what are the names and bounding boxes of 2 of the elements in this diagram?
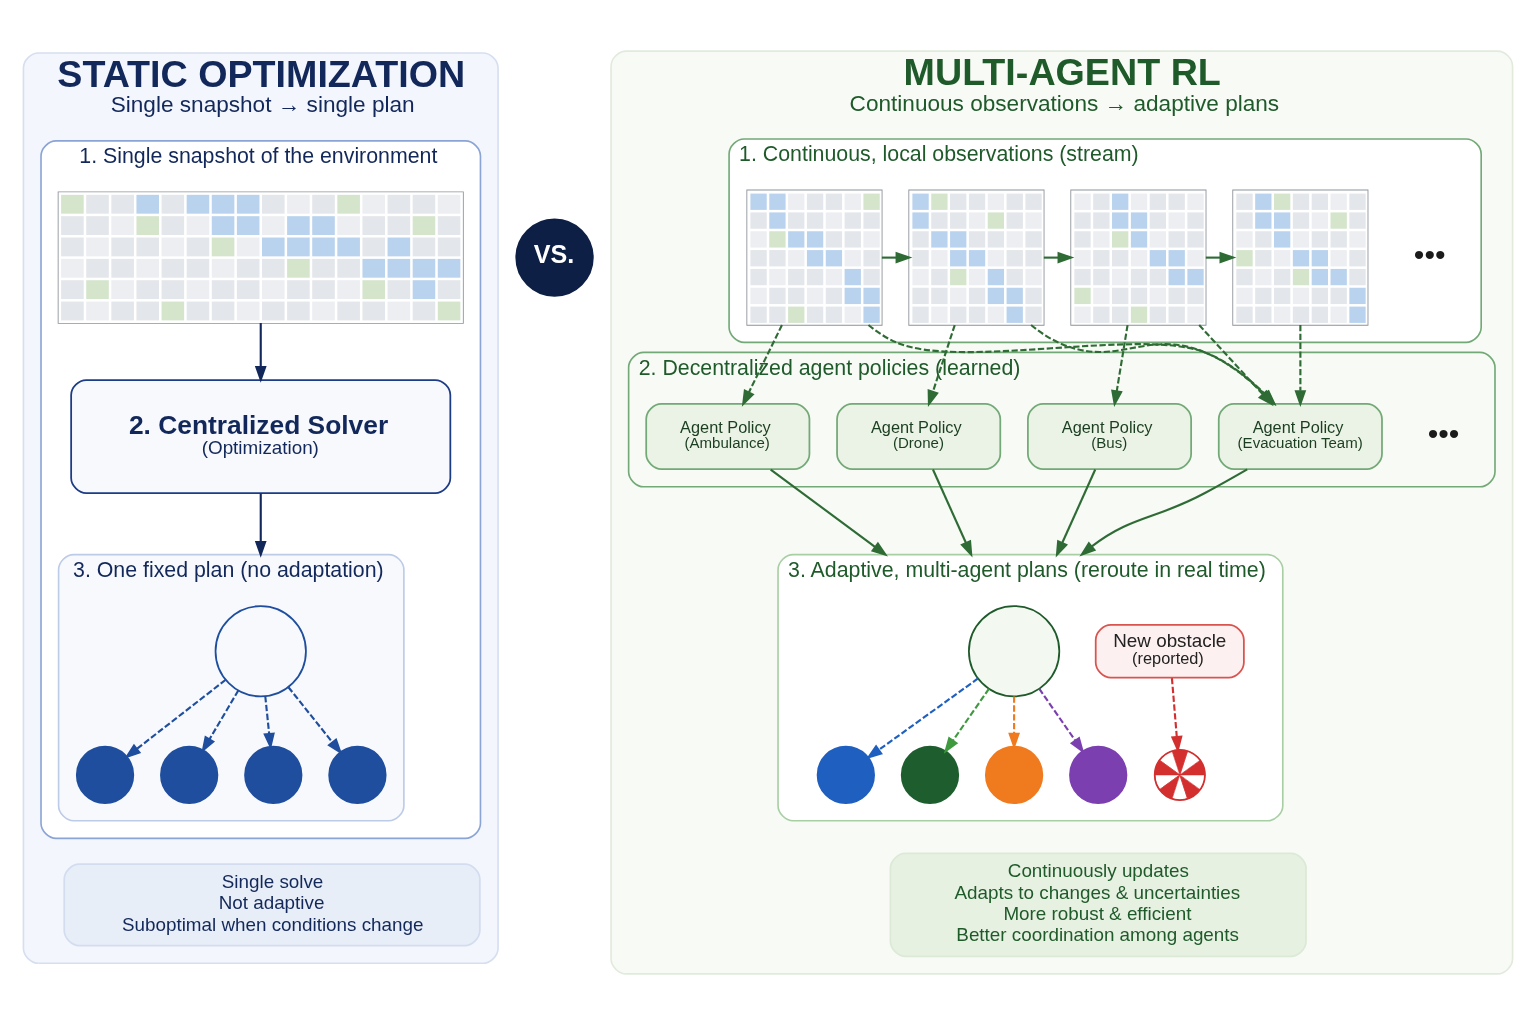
label: ••• — [1427, 416, 1460, 450]
label: ••• — [1413, 237, 1446, 271]
